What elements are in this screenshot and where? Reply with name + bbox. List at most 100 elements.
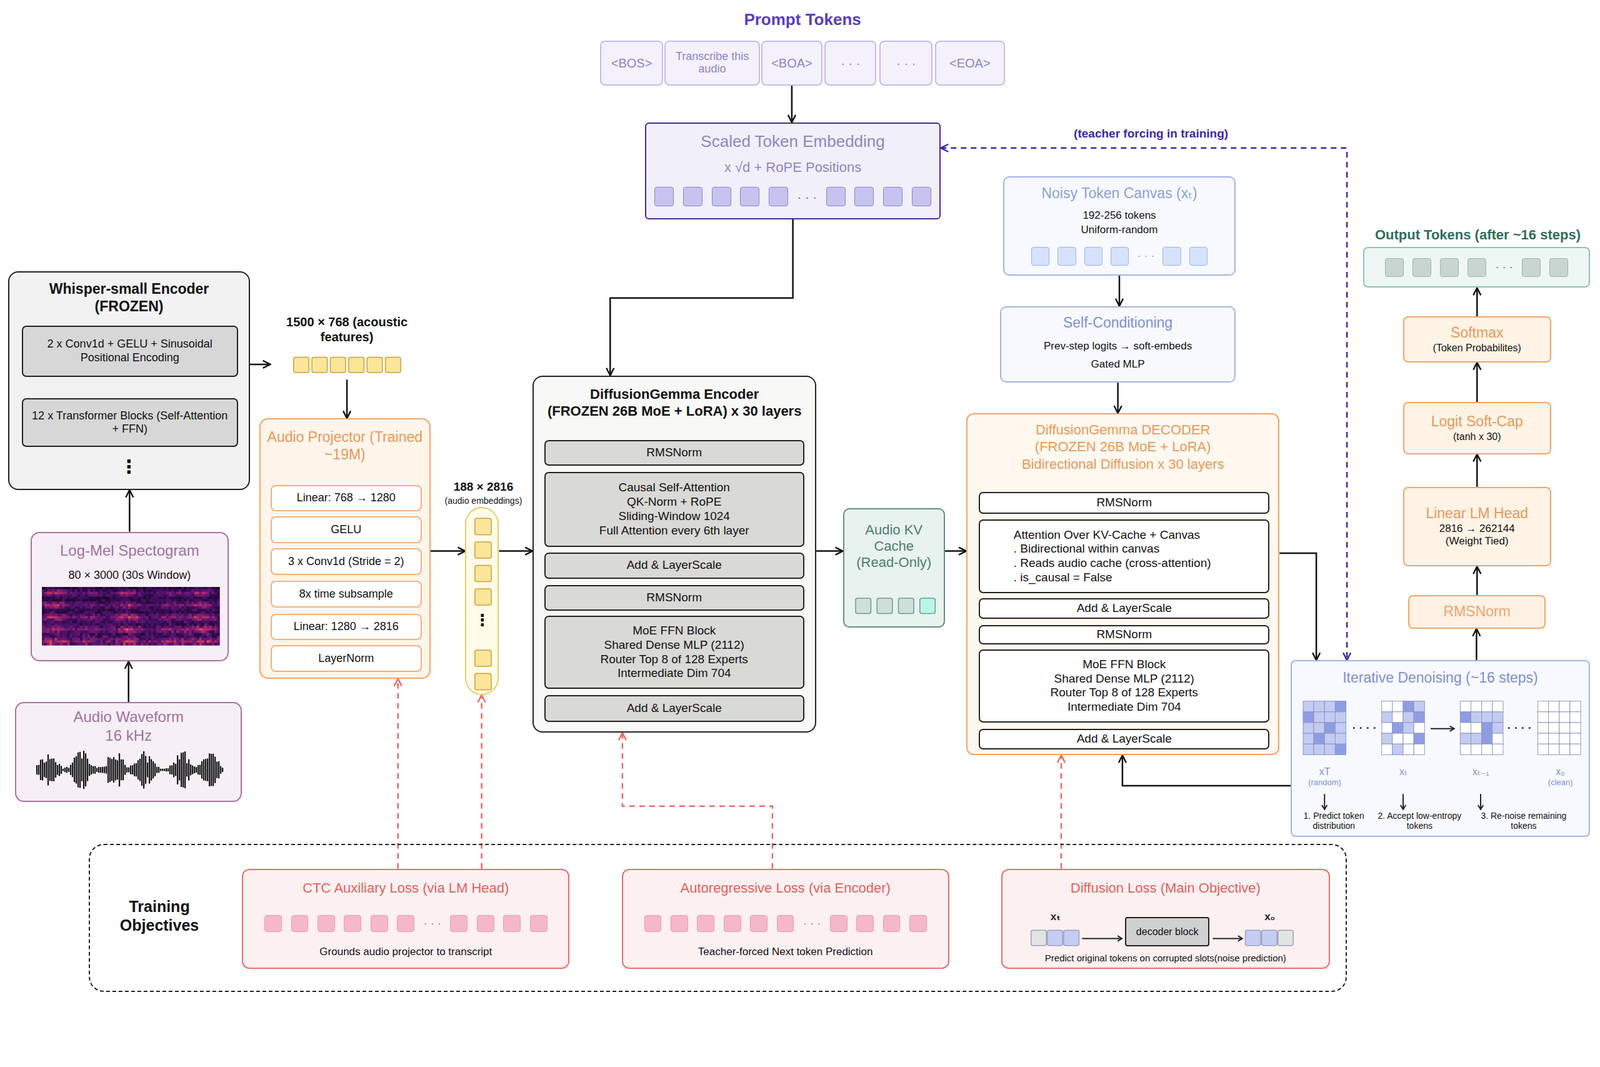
spectrogram-cell bbox=[143, 640, 147, 643]
spectrogram-cell bbox=[191, 630, 195, 634]
spectrogram-cell bbox=[82, 606, 86, 609]
spectrogram-cell bbox=[133, 613, 137, 617]
spectrogram-cell bbox=[95, 625, 99, 629]
spectrogram-cell bbox=[201, 635, 205, 639]
spectrogram-cell bbox=[209, 591, 213, 595]
spectrogram-cell bbox=[72, 616, 76, 619]
spectrogram-cell bbox=[110, 618, 114, 622]
spectrogram-cell bbox=[85, 635, 89, 639]
spectrogram-cell bbox=[55, 589, 59, 592]
grid-cell bbox=[1335, 711, 1347, 723]
spectrogram-cell bbox=[123, 603, 127, 607]
spectrogram-cell bbox=[163, 608, 167, 612]
spectrogram-cell bbox=[62, 640, 66, 643]
spectrogram-cell bbox=[130, 625, 134, 629]
spectrogram-cell bbox=[201, 642, 205, 645]
spectrogram-cell bbox=[138, 586, 142, 590]
spectrogram-cell bbox=[141, 586, 145, 590]
node-text: Add & LayerScale bbox=[1076, 731, 1172, 747]
spectrogram-cell bbox=[191, 603, 195, 607]
node-text: MoE FFN Block bbox=[1082, 657, 1166, 672]
spectrogram-cell bbox=[189, 616, 193, 619]
spectrogram-cell bbox=[98, 601, 102, 604]
spectrogram-cell bbox=[85, 591, 89, 595]
spectrogram-cell bbox=[125, 601, 129, 604]
spectrogram-cell bbox=[75, 620, 79, 624]
node-text: · · · bbox=[797, 189, 817, 205]
spectrogram-cell bbox=[194, 608, 198, 612]
spectrogram-cell bbox=[186, 616, 190, 619]
spectrogram-cell bbox=[201, 601, 205, 604]
spectrogram-cell bbox=[153, 608, 157, 612]
spectrogram-cell bbox=[60, 589, 64, 592]
spectrogram-cell bbox=[211, 594, 215, 597]
spectrogram-cell bbox=[163, 620, 167, 624]
spectrogram-cell bbox=[95, 601, 99, 604]
spectrogram-cell bbox=[115, 611, 119, 614]
spectrogram-cell bbox=[146, 601, 150, 604]
spectrogram-cell bbox=[92, 638, 96, 641]
spectrogram-cell bbox=[166, 589, 170, 592]
spectrogram-cell bbox=[120, 591, 124, 595]
spectrogram-cell bbox=[148, 625, 152, 629]
spectrogram-cell bbox=[110, 638, 114, 641]
spectrogram-cell bbox=[41, 611, 45, 614]
spectrogram-cell bbox=[60, 633, 64, 636]
spectrogram-cell bbox=[108, 613, 112, 617]
spectrogram-cell bbox=[130, 640, 134, 643]
spectrogram-cell bbox=[216, 599, 220, 602]
spectrogram-cell bbox=[46, 620, 50, 624]
spectrogram-cell bbox=[90, 620, 94, 624]
spectrogram-cell bbox=[186, 633, 190, 636]
spectrogram-cell bbox=[204, 599, 208, 602]
spectrogram-cell bbox=[133, 586, 137, 590]
spectrogram-cell bbox=[173, 611, 177, 614]
spectrogram-cell bbox=[108, 594, 112, 597]
spectrogram-cell bbox=[80, 630, 84, 634]
spectrogram-cell bbox=[41, 616, 45, 619]
spectrogram-cell bbox=[44, 601, 48, 604]
spectrogram-cell bbox=[118, 591, 122, 595]
spectrogram-cell bbox=[161, 596, 165, 600]
spectrogram-cell bbox=[181, 606, 185, 609]
spectrogram-cell bbox=[158, 630, 162, 634]
spectrogram-cell bbox=[176, 633, 180, 636]
spectrogram-cell bbox=[216, 620, 220, 624]
spectrogram-cell bbox=[103, 608, 107, 612]
spectrogram-cell bbox=[92, 625, 96, 629]
spectrogram-cell bbox=[211, 620, 215, 624]
spectrogram-cell bbox=[110, 625, 114, 629]
spectrogram-cell bbox=[60, 613, 64, 617]
spectrogram-cell bbox=[133, 601, 137, 604]
spectrogram-cell bbox=[130, 613, 134, 617]
spectrogram-cell bbox=[123, 611, 127, 614]
spectrogram-cell bbox=[115, 601, 119, 604]
spectrogram-cell bbox=[125, 623, 129, 626]
spectrogram-cell bbox=[118, 620, 122, 624]
spectrogram-cell bbox=[98, 633, 102, 636]
spectrogram-cell bbox=[87, 589, 91, 592]
waveform-bar bbox=[169, 765, 171, 774]
spectrogram-cell bbox=[196, 596, 200, 600]
spectrogram-cell bbox=[108, 586, 112, 590]
spectrogram-cell bbox=[130, 596, 134, 600]
spectrogram-cell bbox=[67, 608, 71, 612]
spectrogram-cell bbox=[130, 591, 134, 595]
spectrogram-cell bbox=[49, 623, 53, 626]
spectrogram-cell bbox=[130, 638, 134, 641]
process-box: 3 x Conv1d (Stride = 2) bbox=[270, 548, 422, 575]
spectrogram-cell bbox=[41, 638, 45, 641]
node-text: x₀ bbox=[1540, 765, 1581, 778]
spectrogram-cell bbox=[70, 594, 74, 597]
spectrogram-cell bbox=[60, 625, 64, 629]
spectrogram-cell bbox=[201, 599, 205, 602]
spectrogram-cell bbox=[163, 599, 167, 602]
spectrogram-cell bbox=[49, 628, 53, 631]
waveform-bar bbox=[60, 765, 62, 774]
spectrogram-cell bbox=[173, 625, 177, 629]
spectrogram-cell bbox=[62, 613, 66, 617]
waveform-bar bbox=[51, 758, 53, 781]
process-box: Causal Self-AttentionQK-Norm + RoPESlidi… bbox=[544, 471, 805, 548]
spectrogram-cell bbox=[196, 603, 200, 607]
spectrogram-cell bbox=[67, 623, 71, 626]
